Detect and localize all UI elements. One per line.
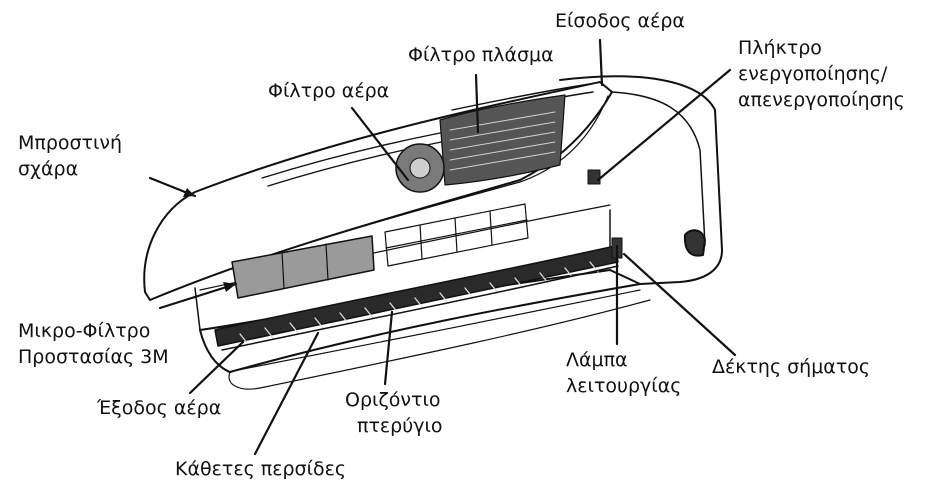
leader-lines — [148, 38, 737, 456]
label-front-grille-1: Μπροστινή — [18, 132, 123, 154]
side-grip — [683, 229, 706, 257]
power-button-shape — [587, 169, 601, 185]
bottom-curve — [228, 299, 651, 390]
label-horizontal-flap-2: πτερύγιο — [357, 415, 443, 437]
label-power-button-1: Πλήκτρο — [738, 37, 822, 59]
label-operation-lamp-2: λειτουργίας — [566, 375, 682, 397]
label-front-grille-2: σχάρα — [18, 158, 79, 180]
micro-filter-panel — [231, 235, 375, 299]
label-micro-filter-2: Προστασίας 3M — [18, 346, 169, 368]
bottom-lip — [227, 289, 641, 373]
plasma-filter-body — [439, 94, 566, 186]
label-signal-receiver: Δέκτης σήματος — [712, 356, 871, 378]
unit-right-side — [611, 91, 706, 246]
unit-body-outline — [559, 75, 723, 285]
label-power-button-2: ενεργοποίησης/ — [738, 63, 888, 85]
label-air-outlet: Έξοδος αέρα — [97, 397, 222, 419]
label-air-inlet: Είσοδος αέρα — [555, 10, 685, 32]
label-plasma-filter: Φίλτρο πλάσμα — [408, 44, 554, 66]
label-vertical-louvers: Κάθετες περσίδες — [175, 458, 347, 480]
label-horizontal-flap-1: Οριζόντιο — [345, 389, 441, 411]
horizontal-flap-line — [221, 265, 619, 351]
arrow-heads — [183, 188, 236, 292]
vertical-louvers-marks — [239, 261, 599, 345]
label-micro-filter-1: Μικρο-Φίλτρο — [18, 320, 151, 342]
air-filter-grid — [384, 203, 529, 267]
label-air-filter: Φίλτρο αέρα — [268, 80, 390, 102]
label-power-button-3: απενεργοποίησης — [738, 89, 905, 111]
label-operation-lamp-1: Λάμπα — [566, 349, 628, 371]
